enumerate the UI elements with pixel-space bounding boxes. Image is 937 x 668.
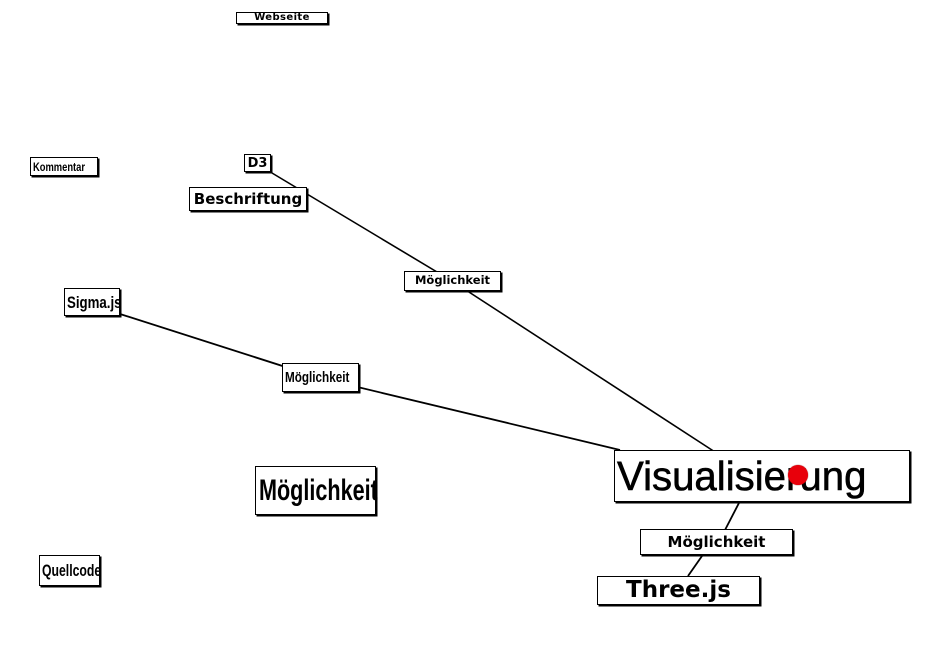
cursor-dot[interactable] <box>788 465 808 485</box>
edge-moeglichkeit-2-visualisierung <box>319 377 621 451</box>
node-visualisierung[interactable]: Visualisierung <box>614 450 910 502</box>
node-sigma[interactable]: Sigma.js <box>64 288 122 316</box>
node-label: Quellcode <box>42 561 102 580</box>
node-label: Sigma.js <box>67 292 122 312</box>
node-quellcode[interactable]: Quellcode <box>39 555 102 586</box>
node-moeglichkeit-1[interactable]: Möglichkeit <box>404 271 501 291</box>
node-webseite[interactable]: Webseite <box>236 12 328 24</box>
node-kommentar[interactable]: Kommentar <box>30 157 98 176</box>
node-label: Visualisierung <box>617 452 867 499</box>
edge-moeglichkeit-1-visualisierung <box>451 280 716 453</box>
node-label: D3 <box>247 155 268 171</box>
node-label: Beschriftung <box>193 189 303 208</box>
node-threejs[interactable]: Three.js <box>597 576 760 605</box>
node-moeglichkeit-3[interactable]: Möglichkeit <box>255 466 378 515</box>
node-beschriftung[interactable]: Beschriftung <box>189 187 307 211</box>
node-moeglichkeit-4[interactable]: Möglichkeit <box>640 529 793 555</box>
node-label: Kommentar <box>33 159 86 174</box>
node-label: Möglichkeit <box>667 532 766 551</box>
node-label: Möglichkeit <box>259 473 378 507</box>
node-label: Möglichkeit <box>285 369 350 386</box>
edge-moeglichkeit-4-threejs <box>687 555 703 577</box>
node-label: Möglichkeit <box>414 273 491 288</box>
node-moeglichkeit-2[interactable]: Möglichkeit <box>282 363 359 392</box>
node-label: Three.js <box>626 577 731 603</box>
edge-visualisierung-moeglichkeit-4 <box>724 500 741 531</box>
node-label: Webseite <box>254 12 310 23</box>
node-d3[interactable]: D3 <box>244 154 271 172</box>
